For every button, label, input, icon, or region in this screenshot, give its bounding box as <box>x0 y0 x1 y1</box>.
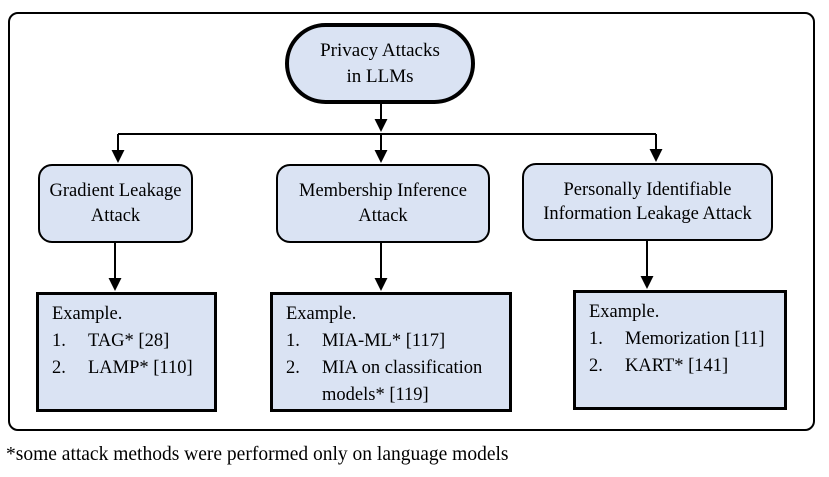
example-item-number: 1. <box>589 329 603 349</box>
example-item: 1. TAG* [28] <box>52 328 208 355</box>
example-box-membership-inference: Example. 1. MIA-ML* [117] 2. MIA on clas… <box>270 292 512 412</box>
example-item: 1. MIA-ML* [117] <box>286 328 503 355</box>
example-title: Example. <box>52 304 123 324</box>
example-box-gradient-leakage: Example. 1. TAG* [28] 2. LAMP* [110] <box>36 292 217 412</box>
example-item: 2. LAMP* [110] <box>52 355 208 382</box>
footnote-asterisk-note: *some attack methods were performed only… <box>6 444 509 465</box>
example-item-number: 2. <box>286 358 300 378</box>
example-item-text: MIA on classification models* [119] <box>322 358 483 405</box>
example-item-number: 1. <box>286 331 300 351</box>
example-item-text: KART* [141] <box>625 356 729 376</box>
example-item-number: 2. <box>589 356 603 376</box>
node-label: Membership Inference Attack <box>299 181 467 226</box>
root-node-privacy-attacks: Privacy Attacks in LLMs <box>285 23 475 104</box>
example-item: 2. MIA on classification models* [119] <box>286 355 503 409</box>
example-item: 1. Memorization [11] <box>589 326 778 353</box>
root-node-label: Privacy Attacks in LLMs <box>320 40 440 87</box>
example-title: Example. <box>589 302 660 322</box>
example-item-text: MIA-ML* [117] <box>322 331 446 351</box>
example-item-number: 1. <box>52 331 66 351</box>
node-label: Gradient Leakage Attack <box>49 181 182 226</box>
node-pii-leakage-attack: Personally Identifiable Information Leak… <box>522 163 773 241</box>
example-item: 2. KART* [141] <box>589 353 778 380</box>
example-item-text: LAMP* [110] <box>88 358 193 378</box>
node-label: Personally Identifiable Information Leak… <box>543 179 752 224</box>
node-membership-inference-attack: Membership Inference Attack <box>276 164 490 243</box>
example-item-number: 2. <box>52 358 66 378</box>
example-item-text: TAG* [28] <box>88 331 170 351</box>
example-title: Example. <box>286 304 357 324</box>
node-gradient-leakage-attack: Gradient Leakage Attack <box>38 164 193 243</box>
example-item-text: Memorization [11] <box>625 329 765 349</box>
example-box-pii-leakage: Example. 1. Memorization [11] 2. KART* [… <box>573 290 787 410</box>
